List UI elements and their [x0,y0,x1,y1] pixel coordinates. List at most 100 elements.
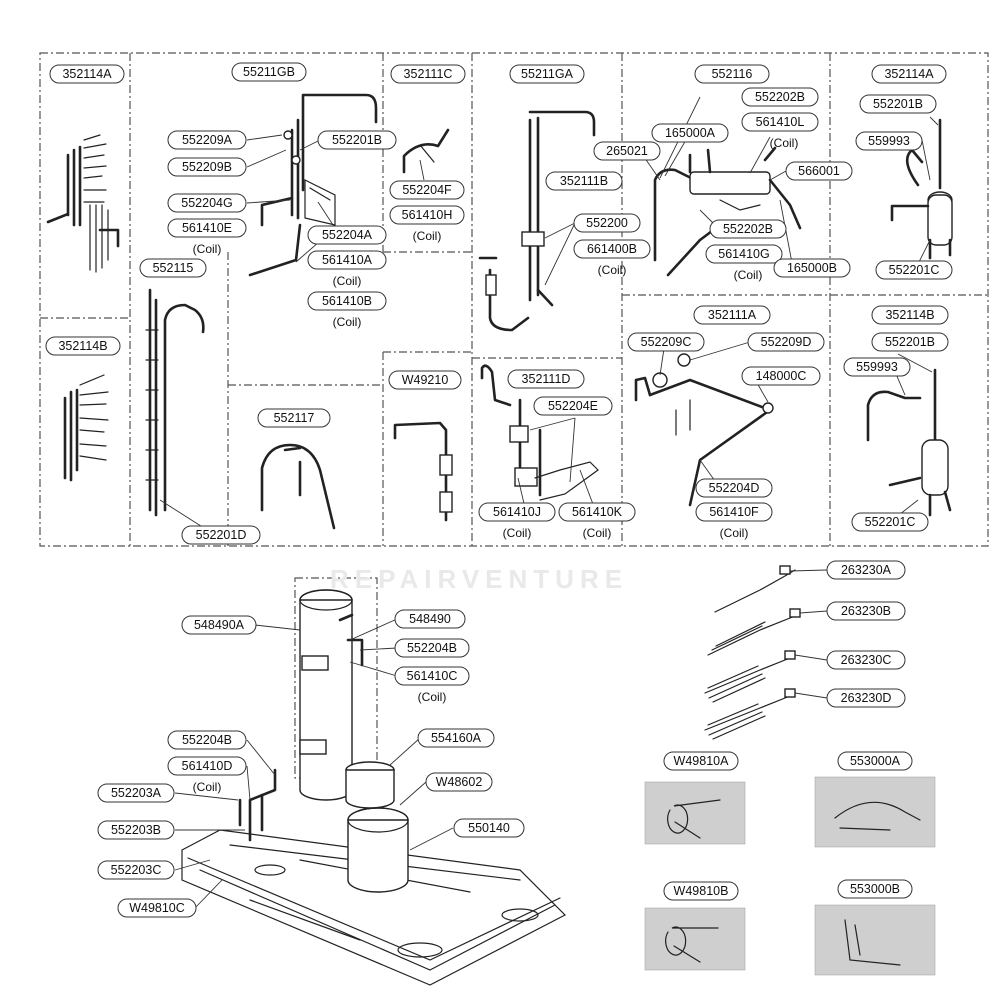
callout-552203C: 552203C [97,860,175,880]
label-552204F: 552204F [402,183,452,197]
label-552117: 552117 [274,411,315,425]
label-553000A: 553000A [850,754,901,768]
label-552116: 552116 [712,67,753,81]
callout-561410B: 561410B(Coil) [307,291,387,329]
callout-561410F: 561410F (Coil) [695,502,773,540]
callout-W49810C: W49810C [117,898,197,918]
label-W49810B: W49810B [674,884,729,898]
coil-note-561410J: (Coil) [503,526,532,540]
callout-552201C-2: 552201C [851,512,929,532]
coil-note-561410K: (Coil) [583,526,612,540]
label-W49810C: W49810C [129,901,185,915]
callout-165000A: 165000A [651,123,729,143]
callout-148000C: 148000C [741,366,821,386]
callout-552204F: 552204F [389,180,465,200]
pipe-assembly-55211GB-drawing [248,93,378,277]
callout-561410E: 561410E(Coil) [167,218,247,256]
coil-note-561410G: (Coil) [734,268,763,282]
label-552203B: 552203B [111,823,161,837]
label-165000B: 165000B [787,261,837,275]
coil-note-561410A: (Coil) [333,274,362,288]
callout-552203A: 552203A [97,783,175,803]
callout-352114B-left: 352114B [45,336,121,356]
callout-552209B: 552209B [167,157,247,177]
callout-548490A: 548490A [181,615,257,635]
callout-553000A: 553000A [837,751,913,771]
callout-552201B-2: 552201B [859,94,937,114]
callout-548490: 548490 [394,609,466,629]
label-552209D: 552209D [761,335,812,349]
pipe-552115-drawing [145,288,205,517]
part-drawings [46,93,953,986]
label-W49210: W49210 [402,373,449,387]
label-552200: 552200 [586,216,628,230]
callout-552204D: 552204D [695,478,773,498]
callout-552116: 552116 [694,64,770,84]
label-552204E: 552204E [548,399,598,413]
coil-note-561410C: (Coil) [418,690,447,704]
callout-352114B-right: 352114B [871,305,949,325]
label-352111D: 352111D [522,372,571,386]
label-548490A: 548490A [194,618,245,632]
callout-263230C: 263230C [826,650,906,670]
label-552201C-2: 552201C [865,515,916,529]
coil-note-561410E: (Coil) [193,242,222,256]
callout-561410L: 561410L (Coil) [741,112,819,150]
callout-352114A-topright: 352114A [871,64,947,84]
callout-352111D: 352111D [507,369,585,389]
label-263230C: 263230C [841,653,892,667]
label-561410K: 561410K [572,505,623,519]
label-561410D: 561410D [182,759,233,773]
coil-note-561410D: (Coil) [193,780,222,794]
label-561410B: 561410B [322,294,372,308]
callout-552200: 552200 [573,213,641,233]
callout-552201B-3: 552201B [871,332,949,352]
coil-note-561410L: (Coil) [770,136,799,150]
callout-263230B: 263230B [826,601,906,621]
label-352111C: 352111C [404,67,453,81]
callout-165000B: 165000B [773,258,851,278]
label-561410H: 561410H [402,208,453,222]
label-352114A-right: 352114A [884,67,934,81]
label-548490: 548490 [409,612,451,626]
label-552115: 552115 [153,261,194,275]
label-165000A: 165000A [665,126,716,140]
callout-552117: 552117 [257,408,331,428]
label-552201B-2: 552201B [873,97,923,111]
callout-W49810B: W49810B [663,881,739,901]
callout-W49210: W49210 [388,370,462,390]
label-552202B-2: 552202B [723,222,773,236]
label-552204A: 552204A [322,228,373,242]
label-552204B-2: 552204B [182,733,232,747]
callout-552204E: 552204E [533,396,613,416]
label-561410A: 561410A [322,253,373,267]
callout-550140: 550140 [453,818,525,838]
distributor-352114A-drawing [46,134,120,273]
label-561410F: 561410F [709,505,759,519]
pipe-352111C-drawing [402,128,450,174]
label-263230D: 263230D [841,691,892,705]
callout-552204B-2: 552204B [167,730,247,750]
label-561410L: 561410L [756,115,805,129]
photo-553000A [814,776,936,848]
photo-553000B [814,904,936,976]
coil-note-561410F: (Coil) [720,526,749,540]
callout-263230A: 263230A [826,560,906,580]
callout-552203B: 552203B [97,820,175,840]
callout-561410G: 561410G(Coil) [705,244,783,282]
label-552209A: 552209A [182,133,233,147]
label-265021: 265021 [606,144,648,158]
label-148000C: 148000C [756,369,807,383]
callout-352114A-topleft: 352114A [49,64,125,84]
label-552201B: 552201B [332,133,382,147]
label-552202B: 552202B [755,90,805,104]
callout-553000B: 553000B [837,879,913,899]
callout-561410J: 561410J(Coil) [478,502,556,540]
callout-554160A: 554160A [417,728,495,748]
label-352114B: 352114B [58,339,107,353]
label-352114B-right: 352114B [885,308,934,322]
callout-352111B: 352111B [545,171,623,191]
label-552201B-3: 552201B [885,335,935,349]
label-552209C: 552209C [641,335,692,349]
callout-W48602: W48602 [425,772,493,792]
